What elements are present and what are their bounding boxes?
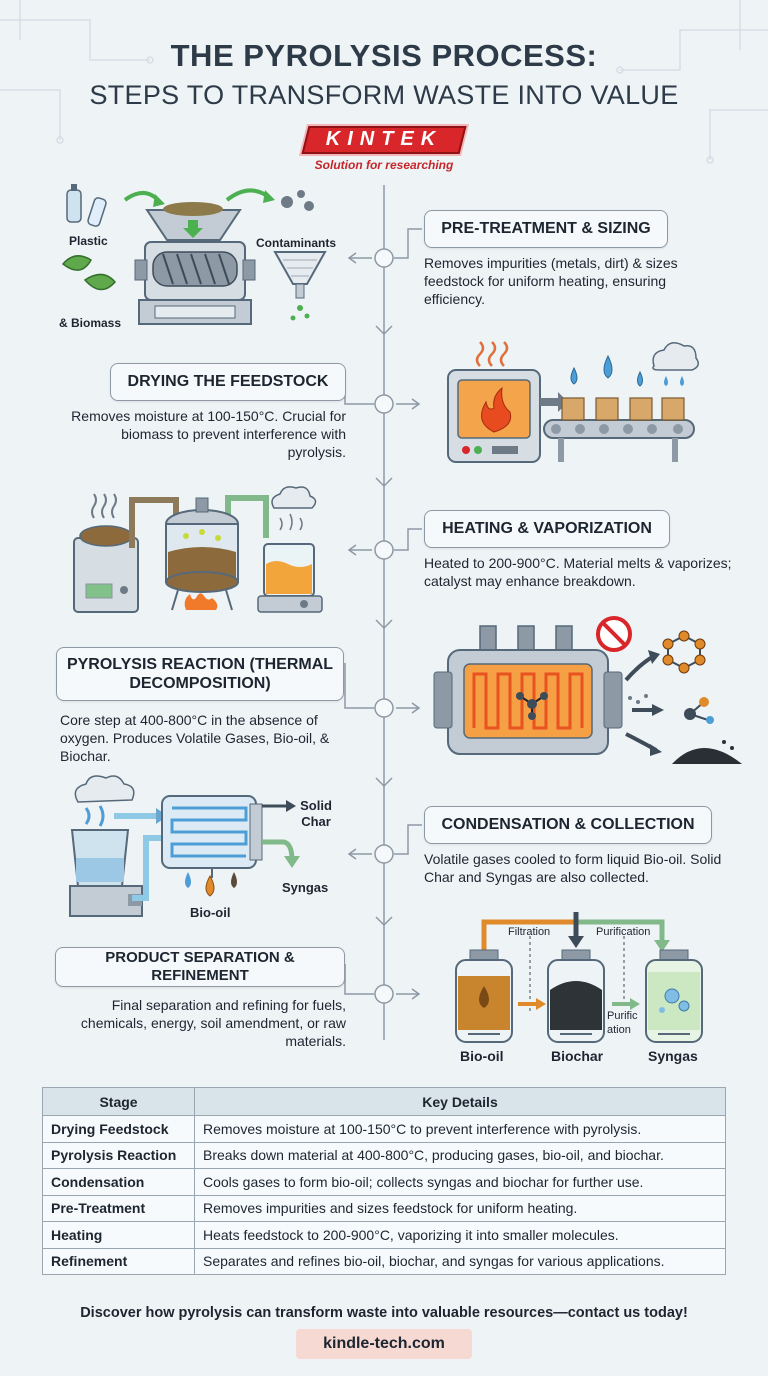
- timeline-node-6: [374, 984, 394, 1004]
- step-title-drying: DRYING THE FEEDSTOCK: [110, 363, 346, 401]
- timeline-node-3: [374, 540, 394, 560]
- shredder-illustration: [61, 184, 327, 325]
- table-cell-stage: Pyrolysis Reaction: [42, 1141, 195, 1169]
- table-cell-details: Separates and refines bio-oil, biochar, …: [194, 1247, 726, 1275]
- page-subtitle: STEPS TO TRANSFORM WASTE INTO VALUE: [89, 80, 679, 110]
- table-cell-stage: Refinement: [42, 1247, 195, 1275]
- table-cell-stage: Drying Feedstock: [42, 1115, 195, 1143]
- table-row: Drying Feedstock Removes moisture at 100…: [42, 1115, 726, 1143]
- table-cell-details: Cools gases to form bio-oil; collects sy…: [194, 1168, 726, 1196]
- flame-icon: [184, 593, 218, 610]
- gear-icon: [281, 190, 314, 211]
- footer-call-to-action: Discover how pyrolysis can transform was…: [80, 1305, 688, 1321]
- label-bottle-bio-oil: Bio-oil: [460, 1048, 504, 1064]
- summary-table: Stage Key Details Drying Feedstock Remov…: [42, 1087, 726, 1275]
- no-oxygen-icon: [596, 616, 632, 652]
- condenser-illustration: [69, 775, 300, 917]
- label-biomass: & Biomass: [59, 316, 122, 330]
- table-row: Condensation Cools gases to form bio-oil…: [42, 1168, 726, 1196]
- step-title-heating: HEATING & VAPORIZATION: [424, 510, 670, 548]
- table-cell-details: Removes impurities and sizes feedstock f…: [194, 1194, 726, 1222]
- table-cell-stage: Condensation: [42, 1168, 195, 1196]
- plastic-bottles-icon: [66, 184, 107, 227]
- table-cell-stage: Pre-Treatment: [42, 1194, 195, 1222]
- table-cell-details: Breaks down material at 400-800°C, produ…: [194, 1141, 726, 1169]
- label-purification-small: Purific ation: [607, 1010, 638, 1037]
- label-solid-char: Solid Char: [300, 798, 332, 830]
- step-desc-condensation: Volatile gases cooled to form liquid Bio…: [424, 851, 722, 886]
- cloud-icon: [652, 342, 699, 386]
- step-title-pyrolysis: PYROLYSIS REACTION (THERMAL DECOMPOSITIO…: [56, 647, 344, 701]
- drying-oven-illustration: [447, 341, 699, 463]
- logo-text: KINTEK: [325, 128, 443, 150]
- table-header-row: Stage Key Details: [42, 1087, 726, 1116]
- timeline-node-5: [374, 844, 394, 864]
- footer-website-link[interactable]: kindle-tech.com: [296, 1329, 472, 1359]
- logo-tagline: Solution for researching: [314, 158, 454, 172]
- label-purification: Purification: [596, 926, 651, 938]
- flame-icon: [481, 386, 512, 433]
- table-row: Heating Heats feedstock to 200-900°C, va…: [42, 1221, 726, 1249]
- table-row: Pre-Treatment Removes impurities and siz…: [42, 1194, 726, 1222]
- table-row: Pyrolysis Reaction Breaks down material …: [42, 1141, 726, 1169]
- step-title-condensation: CONDENSATION & COLLECTION: [424, 806, 712, 844]
- step-desc-separation: Final separation and refining for fuels,…: [80, 997, 346, 1050]
- page-title: THE PYROLYSIS PROCESS:: [170, 38, 598, 73]
- label-plastic: Plastic: [69, 234, 108, 248]
- leaf-icon: [61, 255, 116, 291]
- step-desc-pyrolysis: Core step at 400-800°C in the absence of…: [60, 712, 330, 765]
- table-header-stage: Stage: [42, 1087, 195, 1116]
- step-desc-drying: Removes moisture at 100-150°C. Crucial f…: [71, 408, 346, 461]
- timeline-node-2: [374, 394, 394, 414]
- oil-drop-icon: [205, 874, 215, 897]
- reactor-illustration: [73, 486, 323, 613]
- table-cell-details: Heats feedstock to 200-900°C, vaporizing…: [194, 1221, 726, 1249]
- label-syngas: Syngas: [282, 880, 329, 895]
- timeline-node-4: [374, 698, 394, 718]
- table-header-details: Key Details: [194, 1087, 726, 1116]
- label-bottle-syngas: Syngas: [648, 1048, 698, 1064]
- step-title-separation: PRODUCT SEPARATION & REFINEMENT: [55, 947, 345, 987]
- heat-waves-icon: [475, 341, 509, 367]
- oil-drop-icon: [479, 986, 489, 1008]
- separation-illustration: [455, 912, 703, 1043]
- pyrolysis-reactor-illustration: [433, 616, 742, 764]
- step-title-pretreatment: PRE-TREATMENT & SIZING: [424, 210, 668, 248]
- table-cell-stage: Heating: [42, 1221, 195, 1249]
- label-bottle-biochar: Biochar: [551, 1048, 604, 1064]
- timeline-node-1: [374, 248, 394, 268]
- label-bio-oil: Bio-oil: [190, 905, 231, 920]
- water-drop-icon: [570, 354, 643, 387]
- table-row: Refinement Separates and refines bio-oil…: [42, 1247, 726, 1275]
- step-desc-heating: Heated to 200-900°C. Material melts & va…: [424, 555, 732, 590]
- step-desc-pretreatment: Removes impurities (metals, dirt) & size…: [424, 255, 678, 308]
- label-contaminants: Contaminants: [256, 236, 337, 250]
- table-cell-details: Removes moisture at 100-150°C to prevent…: [194, 1115, 726, 1143]
- biochar-pile-icon: [672, 748, 742, 764]
- label-filtration: Filtration: [508, 926, 551, 938]
